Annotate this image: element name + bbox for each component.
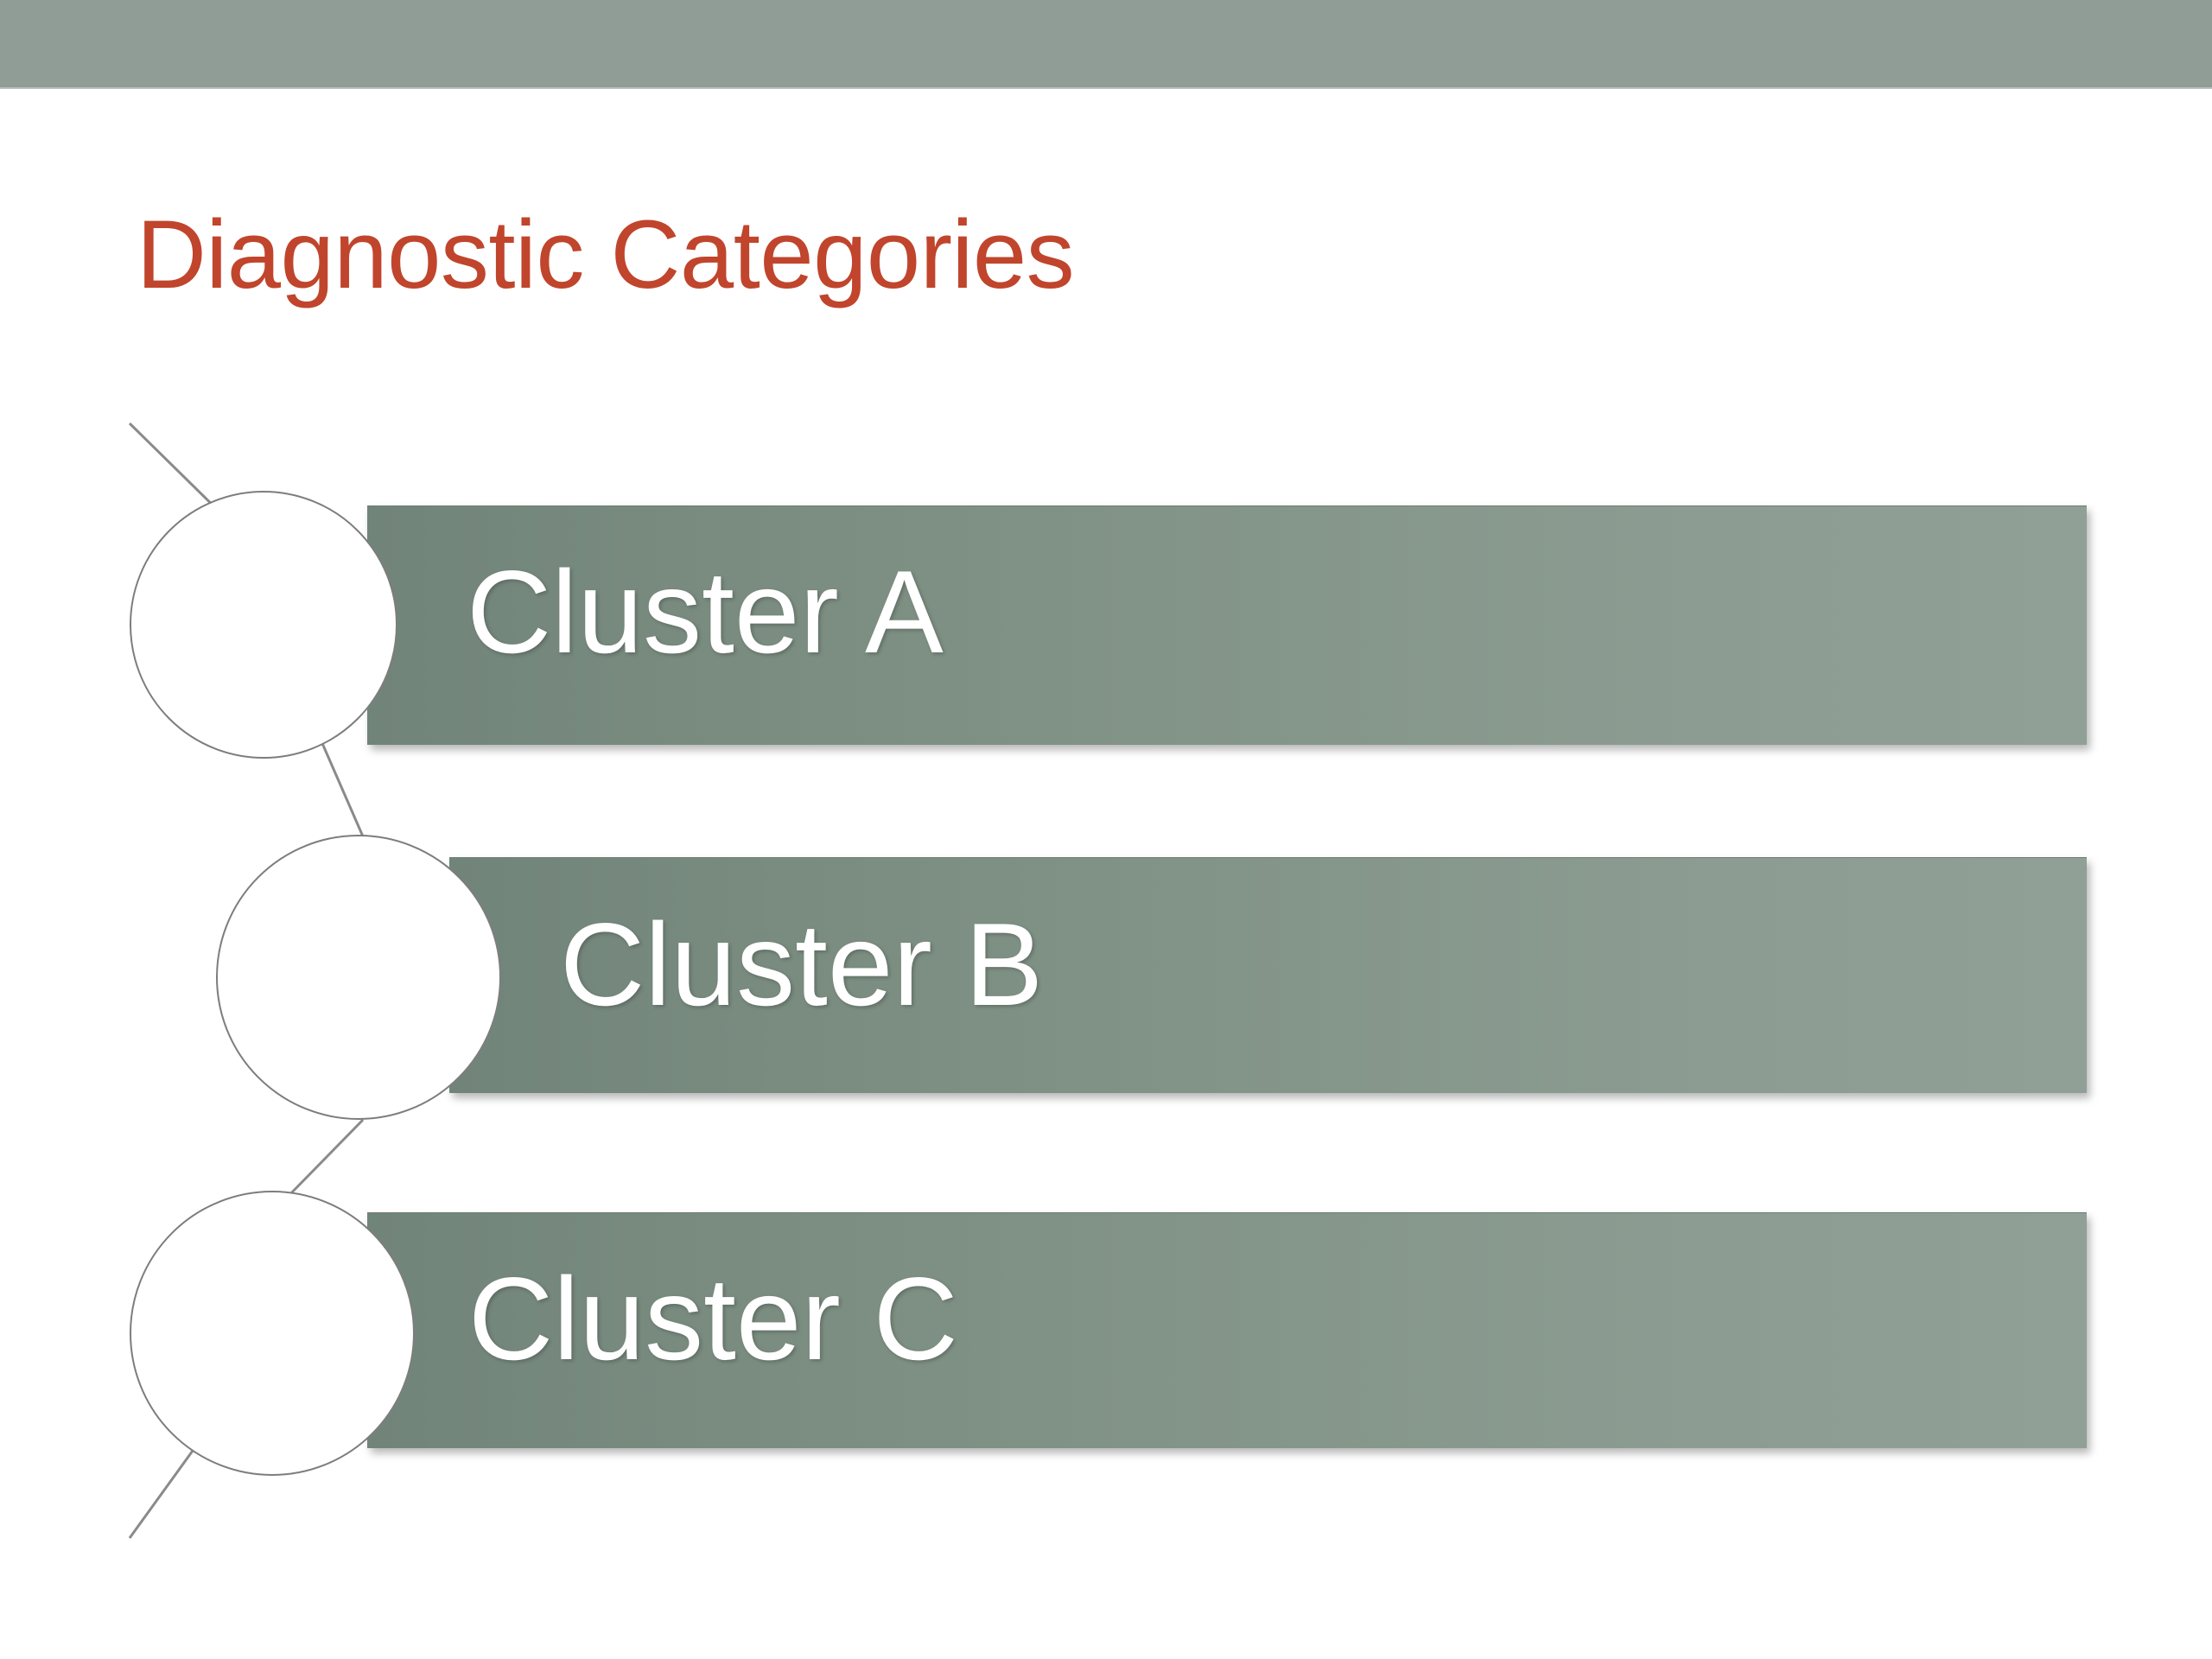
cluster-label-c: Cluster C [468, 1253, 958, 1384]
cluster-label-a: Cluster A [467, 546, 944, 677]
top-accent-band [0, 0, 2212, 89]
page-title: Diagnostic Categories [137, 200, 1075, 309]
cluster-circle-b[interactable] [216, 835, 501, 1120]
cluster-bar-a[interactable] [367, 505, 2087, 745]
cluster-bar-c[interactable] [367, 1212, 2087, 1448]
cluster-label-b: Cluster B [560, 899, 1044, 1030]
cluster-circle-a[interactable] [130, 491, 397, 759]
cluster-bar-b[interactable] [449, 857, 2087, 1093]
cluster-circle-c[interactable] [130, 1191, 415, 1476]
